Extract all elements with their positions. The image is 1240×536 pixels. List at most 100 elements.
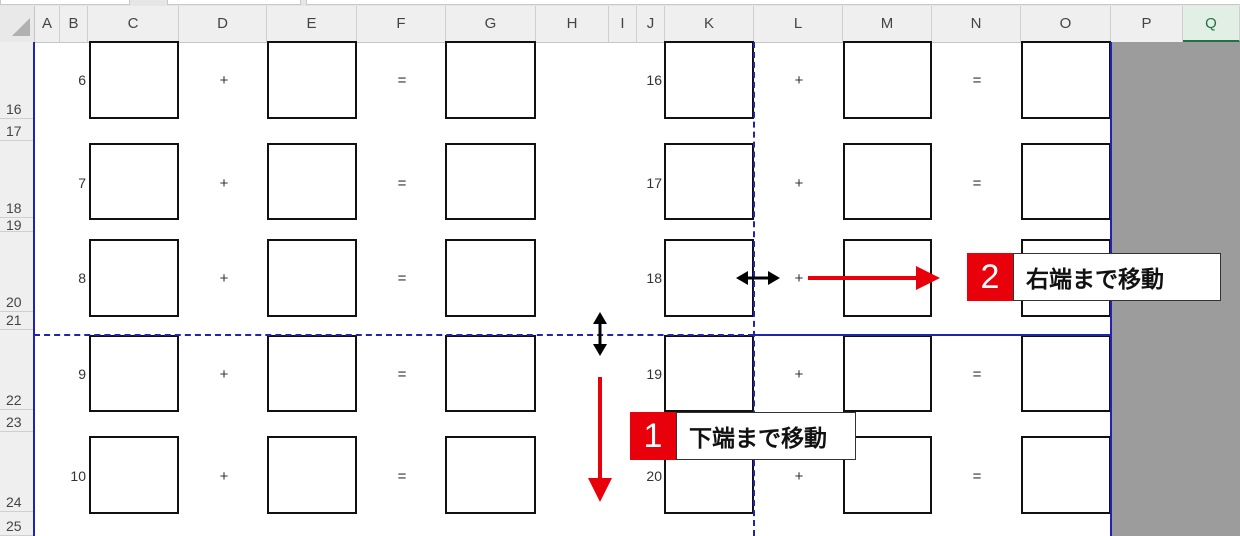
column-header-n[interactable]: N	[932, 6, 1021, 42]
column-header-c[interactable]: C	[88, 6, 179, 42]
plus-sign: +	[219, 175, 229, 192]
column-header-l[interactable]: L	[754, 6, 843, 42]
column-header-p[interactable]: P	[1111, 6, 1183, 42]
column-header-q[interactable]: Q	[1183, 6, 1240, 42]
horizontal-resize-arrow-icon	[736, 271, 780, 285]
answer-box[interactable]	[267, 41, 357, 119]
horizontal-page-break-right[interactable]	[754, 334, 1111, 336]
equals-sign: =	[397, 270, 407, 287]
plus-sign: +	[794, 366, 804, 383]
right-arrow-icon	[808, 266, 940, 290]
column-header-k[interactable]: K	[665, 6, 754, 42]
answer-box[interactable]	[445, 436, 536, 514]
answer-box[interactable]	[1021, 41, 1111, 119]
answer-box[interactable]	[445, 239, 536, 317]
plus-sign: +	[219, 468, 229, 485]
equals-sign: =	[972, 366, 982, 383]
answer-box[interactable]	[89, 41, 179, 119]
callout-move-to-right: 2 右端まで移動	[967, 253, 1221, 301]
column-header-f[interactable]: F	[357, 6, 446, 42]
answer-box[interactable]	[445, 335, 536, 412]
answer-box[interactable]	[843, 143, 932, 220]
row-header-bar: 16 17 18 19 20 21 22 23 24 25	[0, 42, 35, 536]
answer-box[interactable]	[89, 436, 179, 514]
column-header-b[interactable]: B	[60, 6, 88, 42]
plus-sign: +	[794, 270, 804, 287]
answer-box[interactable]	[89, 143, 179, 220]
answer-box[interactable]	[89, 335, 179, 412]
row-header-20[interactable]: 20	[0, 232, 34, 312]
column-header-a[interactable]: A	[35, 6, 60, 42]
plus-sign: +	[794, 468, 804, 485]
answer-box[interactable]	[664, 335, 754, 412]
answer-box[interactable]	[445, 41, 536, 119]
problem-number: 18	[646, 270, 662, 286]
row-header-23[interactable]: 23	[0, 410, 34, 432]
problem-number: 6	[78, 72, 86, 88]
plus-sign: +	[219, 72, 229, 89]
answer-box[interactable]	[267, 436, 357, 514]
equals-sign: =	[972, 468, 982, 485]
answer-box[interactable]	[843, 335, 932, 412]
equals-sign: =	[397, 366, 407, 383]
problem-number: 17	[646, 175, 662, 191]
answer-box[interactable]	[89, 239, 179, 317]
answer-box[interactable]	[1021, 143, 1111, 220]
column-header-g[interactable]: G	[446, 6, 536, 42]
equals-sign: =	[972, 72, 982, 89]
callout-text: 右端まで移動	[1013, 253, 1221, 301]
equals-sign: =	[397, 468, 407, 485]
horizontal-page-break[interactable]	[34, 334, 754, 336]
row-header-22[interactable]: 22	[0, 330, 34, 410]
answer-box[interactable]	[1021, 335, 1111, 412]
callout-move-to-bottom: 1 下端まで移動	[630, 412, 856, 460]
answer-box[interactable]	[267, 239, 357, 317]
step-badge: 1	[630, 412, 676, 460]
problem-number: 16	[646, 72, 662, 88]
column-header-e[interactable]: E	[267, 6, 357, 42]
column-header-o[interactable]: O	[1021, 6, 1111, 42]
vertical-resize-arrow-icon	[593, 312, 607, 356]
plus-sign: +	[794, 72, 804, 89]
row-header-18[interactable]: 18	[0, 141, 34, 218]
column-header-j[interactable]: J	[637, 6, 665, 42]
equals-sign: =	[972, 175, 982, 192]
column-header-i[interactable]: I	[609, 6, 637, 42]
down-arrow-icon	[588, 377, 612, 502]
name-box[interactable]	[0, 0, 130, 5]
problem-number: 7	[78, 175, 86, 191]
column-header-m[interactable]: M	[843, 6, 932, 42]
column-header-h[interactable]: H	[536, 6, 609, 42]
vertical-page-break[interactable]	[753, 42, 755, 536]
column-header-d[interactable]: D	[179, 6, 267, 42]
callout-text: 下端まで移動	[676, 412, 856, 460]
equals-sign: =	[397, 175, 407, 192]
answer-box[interactable]	[267, 143, 357, 220]
top-strip	[0, 0, 1240, 6]
answer-box[interactable]	[843, 41, 932, 119]
answer-box[interactable]	[664, 41, 754, 119]
answer-box[interactable]	[445, 143, 536, 220]
row-header-24[interactable]: 24	[0, 432, 34, 512]
column-header-bar: A B C D E F G H I J K L M N O P Q	[0, 6, 1240, 43]
answer-box[interactable]	[843, 436, 932, 514]
plus-sign: +	[219, 366, 229, 383]
answer-box[interactable]	[267, 335, 357, 412]
plus-sign: +	[219, 270, 229, 287]
formula-area[interactable]	[167, 0, 301, 5]
problem-number: 8	[78, 270, 86, 286]
select-all-button[interactable]	[0, 6, 35, 42]
formula-bar[interactable]	[306, 0, 1240, 5]
row-header-19[interactable]: 19	[0, 217, 34, 233]
row-header-17[interactable]: 17	[0, 119, 34, 141]
answer-box[interactable]	[1021, 436, 1111, 514]
print-area-left-border	[33, 42, 35, 536]
problem-number: 19	[646, 366, 662, 382]
step-badge: 2	[967, 253, 1013, 301]
equals-sign: =	[397, 72, 407, 89]
row-header-16[interactable]: 16	[0, 42, 34, 119]
problem-number: 20	[646, 468, 662, 484]
problem-number: 10	[70, 468, 86, 484]
row-header-21[interactable]: 21	[0, 312, 34, 330]
